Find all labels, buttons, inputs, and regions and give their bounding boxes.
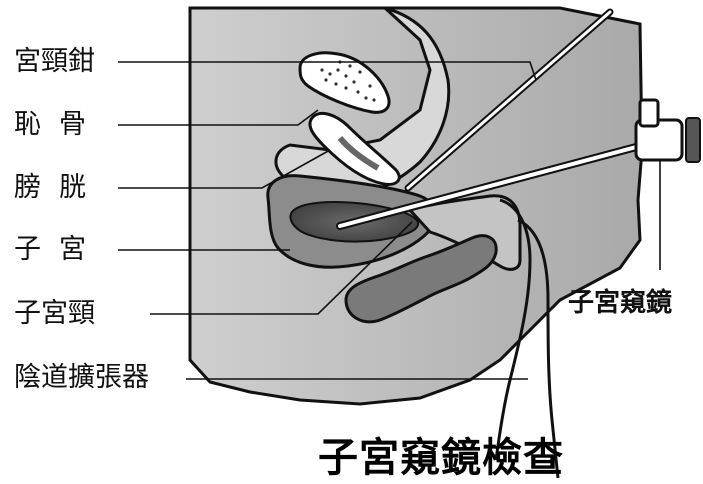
label-pubic-bone: 恥骨: [14, 111, 104, 138]
label-cervix: 子宮頸: [14, 300, 95, 327]
label-bladder: 膀胱: [14, 174, 104, 201]
label-uterus: 子宮: [14, 236, 104, 263]
label-hysteroscope: 子宮窺鏡: [568, 290, 672, 316]
diagram-title: 子宮窺鏡檢查: [318, 438, 564, 478]
label-speculum: 陰道擴張器: [14, 364, 149, 391]
label-forceps: 宮頸鉗: [14, 48, 95, 75]
hysteroscope-eyepiece: [636, 100, 700, 162]
